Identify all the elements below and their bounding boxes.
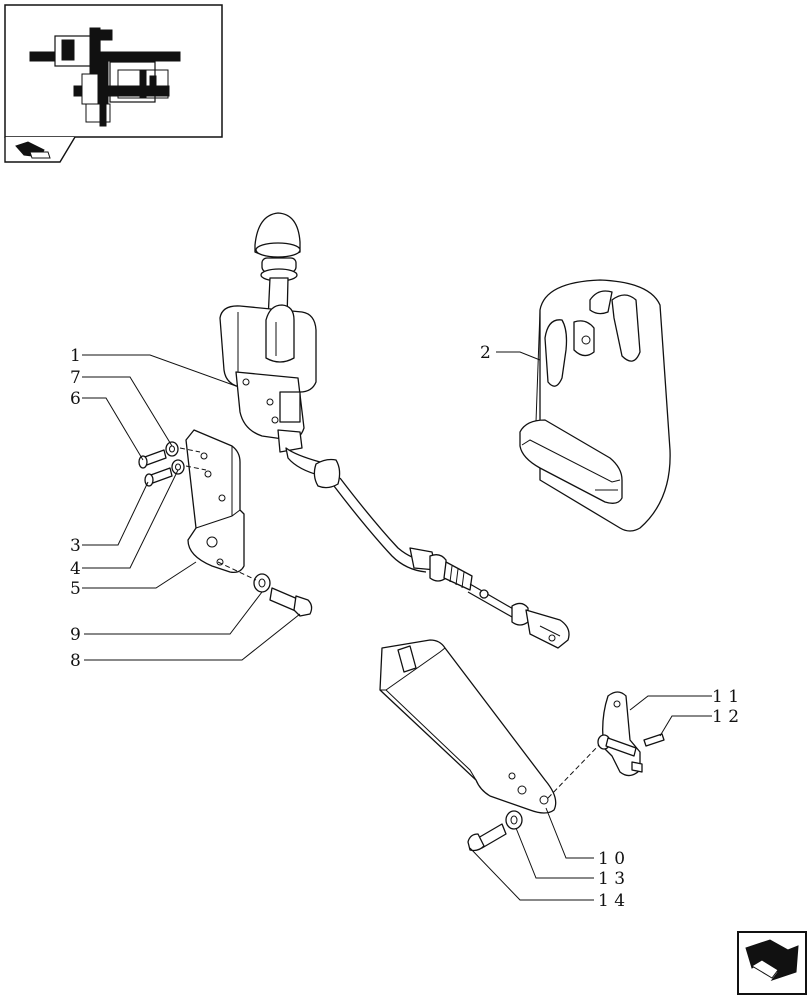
callout-labels: 1 7 6 3 4 5 9 8 2 1 1 1 2 1 0 1 3 1 4 bbox=[70, 343, 739, 911]
callout-9: 9 bbox=[70, 625, 81, 645]
gear-lever-part-1 bbox=[219, 212, 570, 649]
callout-6: 6 bbox=[70, 389, 81, 409]
callout-14: 1 4 bbox=[598, 891, 625, 911]
callout-13: 1 3 bbox=[598, 869, 625, 889]
cover-boot-part-2 bbox=[519, 279, 671, 532]
section-tab-icon[interactable] bbox=[4, 136, 76, 163]
bracket-part-5 bbox=[185, 429, 245, 574]
callout-11: 1 1 bbox=[712, 687, 739, 707]
callout-4: 4 bbox=[70, 559, 81, 579]
lever-plate-part-11 bbox=[597, 691, 665, 777]
next-page-arrow-icon[interactable] bbox=[737, 931, 807, 995]
callout-8: 8 bbox=[70, 651, 81, 671]
callout-7: 7 bbox=[70, 368, 81, 388]
support-bracket-part-10 bbox=[379, 639, 601, 852]
leader-lines bbox=[82, 351, 712, 901]
callout-3: 3 bbox=[70, 536, 81, 556]
callout-10: 1 0 bbox=[598, 849, 625, 869]
callout-2: 2 bbox=[480, 343, 491, 363]
hardware-set bbox=[138, 441, 313, 617]
assembly-thumbnail-icon[interactable] bbox=[4, 4, 223, 138]
callout-5: 5 bbox=[70, 579, 81, 599]
callout-12: 1 2 bbox=[712, 707, 739, 727]
callout-1: 1 bbox=[70, 346, 81, 366]
